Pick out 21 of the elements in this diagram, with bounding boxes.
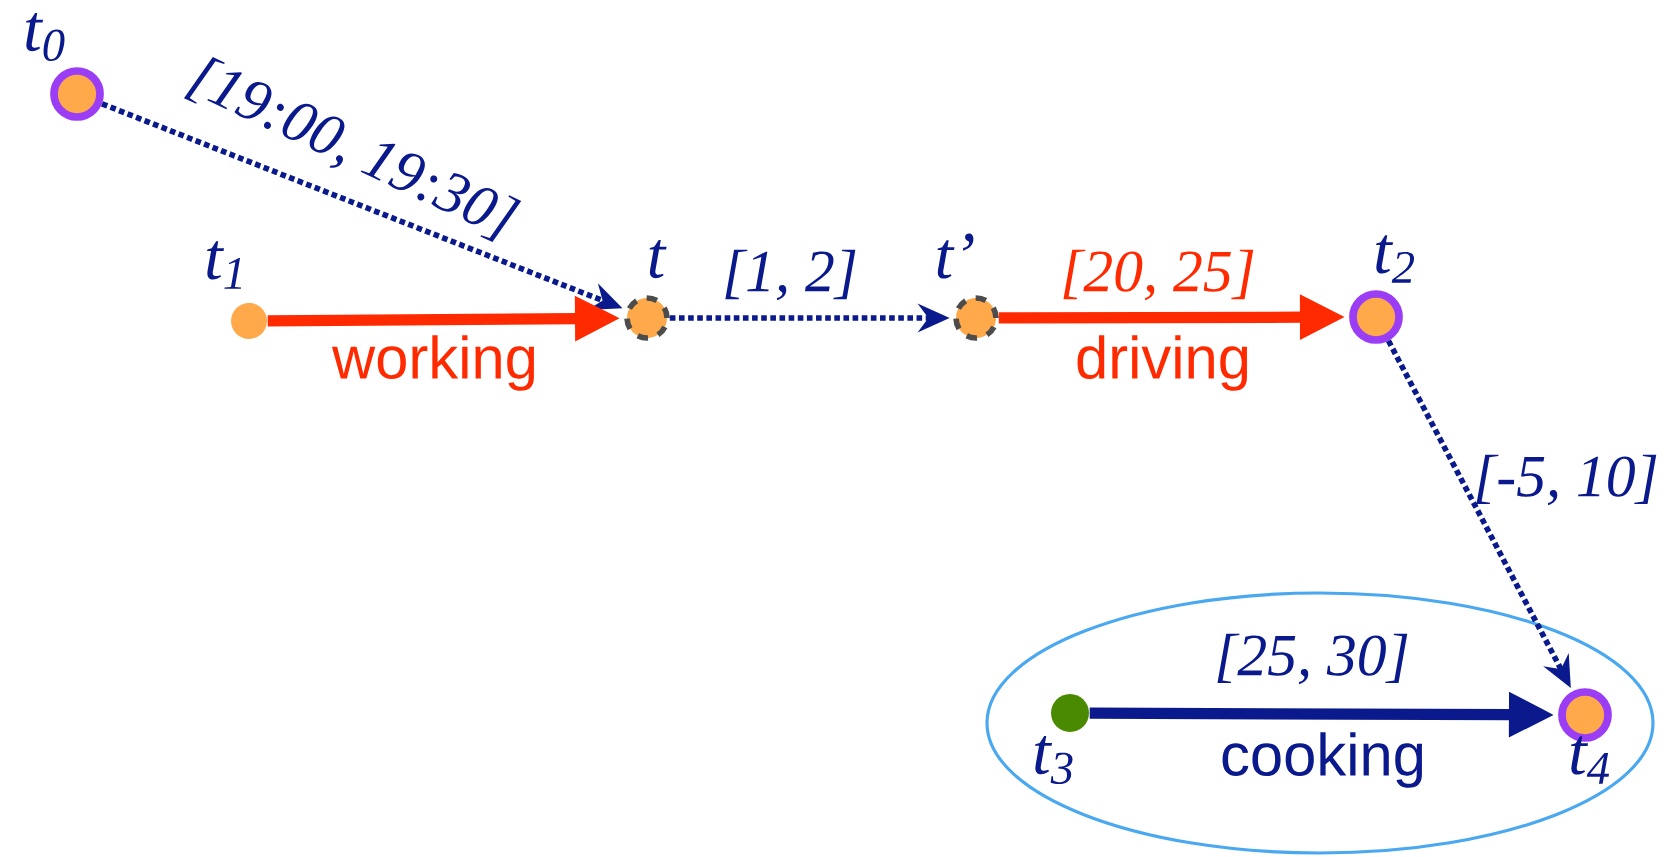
event-dot <box>1051 694 1089 732</box>
event-dot <box>1349 290 1403 344</box>
event-dot <box>231 303 267 339</box>
event-label: t <box>649 239 667 279</box>
event-label: t$_{2}$ <box>1376 235 1415 283</box>
edge-label: working <box>331 335 535 391</box>
edge-label: [20, 25] <box>1063 249 1254 301</box>
edge-label: [1, 2] <box>725 249 856 301</box>
event-label: t$_{3}$ <box>1035 735 1073 784</box>
event-dot <box>953 295 999 341</box>
activity-label: driving <box>1077 335 1248 391</box>
group-ellipse <box>985 591 1655 855</box>
edge-label: [-5, 10] <box>1476 454 1657 506</box>
event-label: t$_{4}$ <box>1571 736 1610 784</box>
event-label: t$_{1}$ <box>207 241 242 289</box>
event-dot <box>50 67 104 121</box>
activity-label: cooking <box>1222 732 1423 788</box>
event-label: t’ <box>937 233 974 279</box>
event-label: t$_{0}$ <box>26 12 65 62</box>
edge-label: [25, 30] <box>1217 633 1408 685</box>
event-dot <box>624 295 670 341</box>
